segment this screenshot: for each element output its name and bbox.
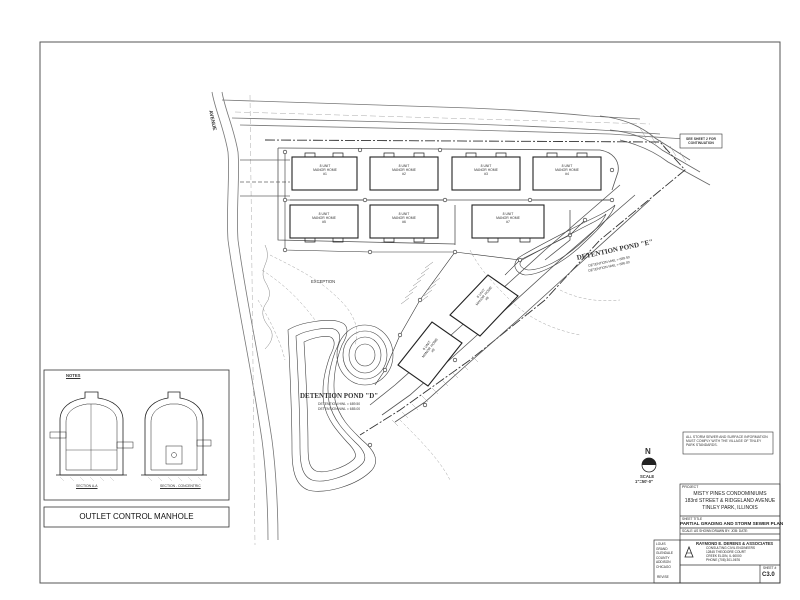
- ramp-road: [599, 115, 711, 186]
- sheet-note: SEE SHEET 2 FOR CONTINUATION: [686, 137, 716, 145]
- north-arrow: [641, 457, 657, 473]
- manhole-notes-heading: NOTES: [66, 373, 81, 378]
- building-1-line1: 8 UNIT: [319, 164, 331, 168]
- general-note: ALL STORM SEWER AND SURFACE INFORMATION …: [686, 435, 768, 447]
- building-4-number: #4: [565, 172, 569, 176]
- project-street: 183rd STREET & RIDGELAND AVENUE: [684, 498, 776, 504]
- scale-value: 1"=50'-0": [635, 479, 654, 484]
- building-3-line1: 8 UNIT: [480, 164, 492, 168]
- building-2-number: #2: [402, 172, 406, 176]
- pond-d-nwl: DETENTION NWL = 685.00: [318, 407, 361, 411]
- building-6-footprint: [369, 204, 439, 239]
- building-6-line2: MANOR HOME: [392, 216, 416, 220]
- building-notches: [304, 152, 588, 243]
- building-2-footprint: [369, 156, 439, 191]
- project-city: TINLEY PARK, ILLINOIS: [702, 505, 758, 511]
- project-label: PROJECT: [682, 485, 699, 489]
- detention-pond-e: [514, 204, 616, 276]
- sheet-border: [39, 41, 781, 584]
- pond-d-hwl: DETENTION HWL = 689.50: [318, 402, 361, 406]
- manhole-section-b: SECTION - CONCENTRIC: [160, 484, 201, 488]
- building-label-4: 8 UNIT MANOR HOME #4: [553, 164, 581, 176]
- building-2-line1: 8 UNIT: [398, 164, 410, 168]
- building-5-line1: 8 UNIT: [318, 212, 330, 216]
- building-7-footprint: [471, 204, 545, 239]
- grading-hatch: [391, 355, 479, 427]
- revise-label: REVISE: [657, 575, 669, 579]
- firm-line-2: 12845 THEODORE COURT: [706, 550, 746, 554]
- side-list-item-1: LOUIS: [656, 542, 666, 546]
- building-label-3: 8 UNIT MANOR HOME #3: [472, 164, 500, 176]
- building-label-7: 8 UNIT MANOR HOME #7: [494, 212, 522, 224]
- building-4-line2: MANOR HOME: [555, 168, 579, 172]
- building-7-line1: 8 UNIT: [502, 212, 514, 216]
- side-list-item-2: GRAND: [656, 546, 668, 551]
- scale-label: SCALE: [640, 474, 655, 479]
- street-centerline: [234, 111, 651, 125]
- building-3-footprint: [451, 156, 521, 191]
- project-name: MISTY PINES CONDOMINIUMS: [693, 491, 767, 497]
- building-5-footprint: [289, 204, 359, 239]
- firm-name: RAYMOND E. DERENS & ASSOCIATES: [696, 541, 774, 546]
- building-3-line2: MANOR HOME: [474, 168, 498, 172]
- circular-pond: [336, 324, 394, 386]
- detention-pond-d: [287, 320, 376, 492]
- building-label-6: 8 UNIT MANOR HOME #6: [390, 212, 418, 224]
- ramp-hatch: [639, 127, 687, 163]
- building-4-footprint: [532, 156, 602, 191]
- building-6-number: #6: [402, 220, 406, 224]
- building-7-number: #7: [506, 220, 510, 224]
- building-1-footprint: [291, 156, 358, 191]
- building-6-line1: 8 UNIT: [398, 212, 410, 216]
- side-list-item-5: ADDISON: [656, 560, 671, 565]
- sheet-number: C3.0: [762, 572, 775, 578]
- street-183rd: [221, 99, 701, 141]
- building-5-number: #5: [322, 220, 326, 224]
- building-label-2: 8 UNIT MANOR HOME #2: [390, 164, 418, 176]
- building-7-line2: MANOR HOME: [496, 216, 520, 220]
- building-4-line1: 8 UNIT: [561, 164, 573, 168]
- firm-line-4: PHONE (708) 301-0676: [706, 558, 741, 562]
- building-label-1: 8 UNIT MANOR HOME #1: [311, 164, 339, 176]
- side-list-item-3: GLENDALE: [656, 551, 674, 556]
- sheet-title: PARTIAL GRADING AND STORM SEWER PLAN: [680, 521, 784, 526]
- firm-line-3: CREEK ELGIN, IL 60000: [706, 554, 742, 558]
- building-label-5: 8 UNIT MANOR HOME #5: [310, 212, 338, 224]
- right-note-box: [682, 431, 774, 455]
- manhole-section-a: SECTION A-A: [76, 484, 98, 488]
- left-drive: [240, 159, 290, 197]
- building-3-number: #3: [484, 172, 488, 176]
- side-list-item-6: CHICAGO: [656, 564, 671, 569]
- building-1-line2: MANOR HOME: [313, 168, 337, 172]
- building-1-number: #1: [323, 172, 327, 176]
- manhole-title: OUTLET CONTROL MANHOLE: [79, 512, 194, 521]
- exception-label: EXCEPTION: [311, 279, 336, 284]
- building-9-footprint: [397, 321, 463, 387]
- avenue-road: [211, 91, 279, 541]
- parking-stalls: [400, 261, 441, 305]
- firm-line-1: CONSULTING CIVIL ENGINEERS: [706, 546, 756, 550]
- building-2-line2: MANOR HOME: [392, 168, 416, 172]
- sheet-title-label: SHEET TITLE: [682, 517, 703, 521]
- side-list-item-4: COUNTY: [656, 555, 670, 560]
- north-label: N: [645, 447, 651, 456]
- contour-lines: [257, 249, 621, 481]
- sewer-structures: [282, 147, 615, 448]
- side-list: LOUIS GRAND GLENDALE COUNTY ADDISON CHIC…: [656, 542, 673, 570]
- building-8-footprint: [449, 274, 519, 337]
- scale-row: SCALE: AS SHOWN DRAWN BY: JOB: DATE:: [682, 529, 749, 533]
- sheet-number-label: SHEET #: [763, 566, 777, 570]
- pond-d-title: DETENTION POND "D": [300, 392, 379, 400]
- firm-logo: [684, 545, 694, 558]
- sheet-note-box: [679, 133, 723, 149]
- building-5-line2: MANOR HOME: [312, 216, 336, 220]
- manhole-detail: [43, 369, 230, 528]
- title-block-frame: [653, 483, 781, 584]
- tree-line: [262, 244, 273, 350]
- avenue-centerline: [249, 94, 256, 546]
- building-footprints: [289, 156, 602, 387]
